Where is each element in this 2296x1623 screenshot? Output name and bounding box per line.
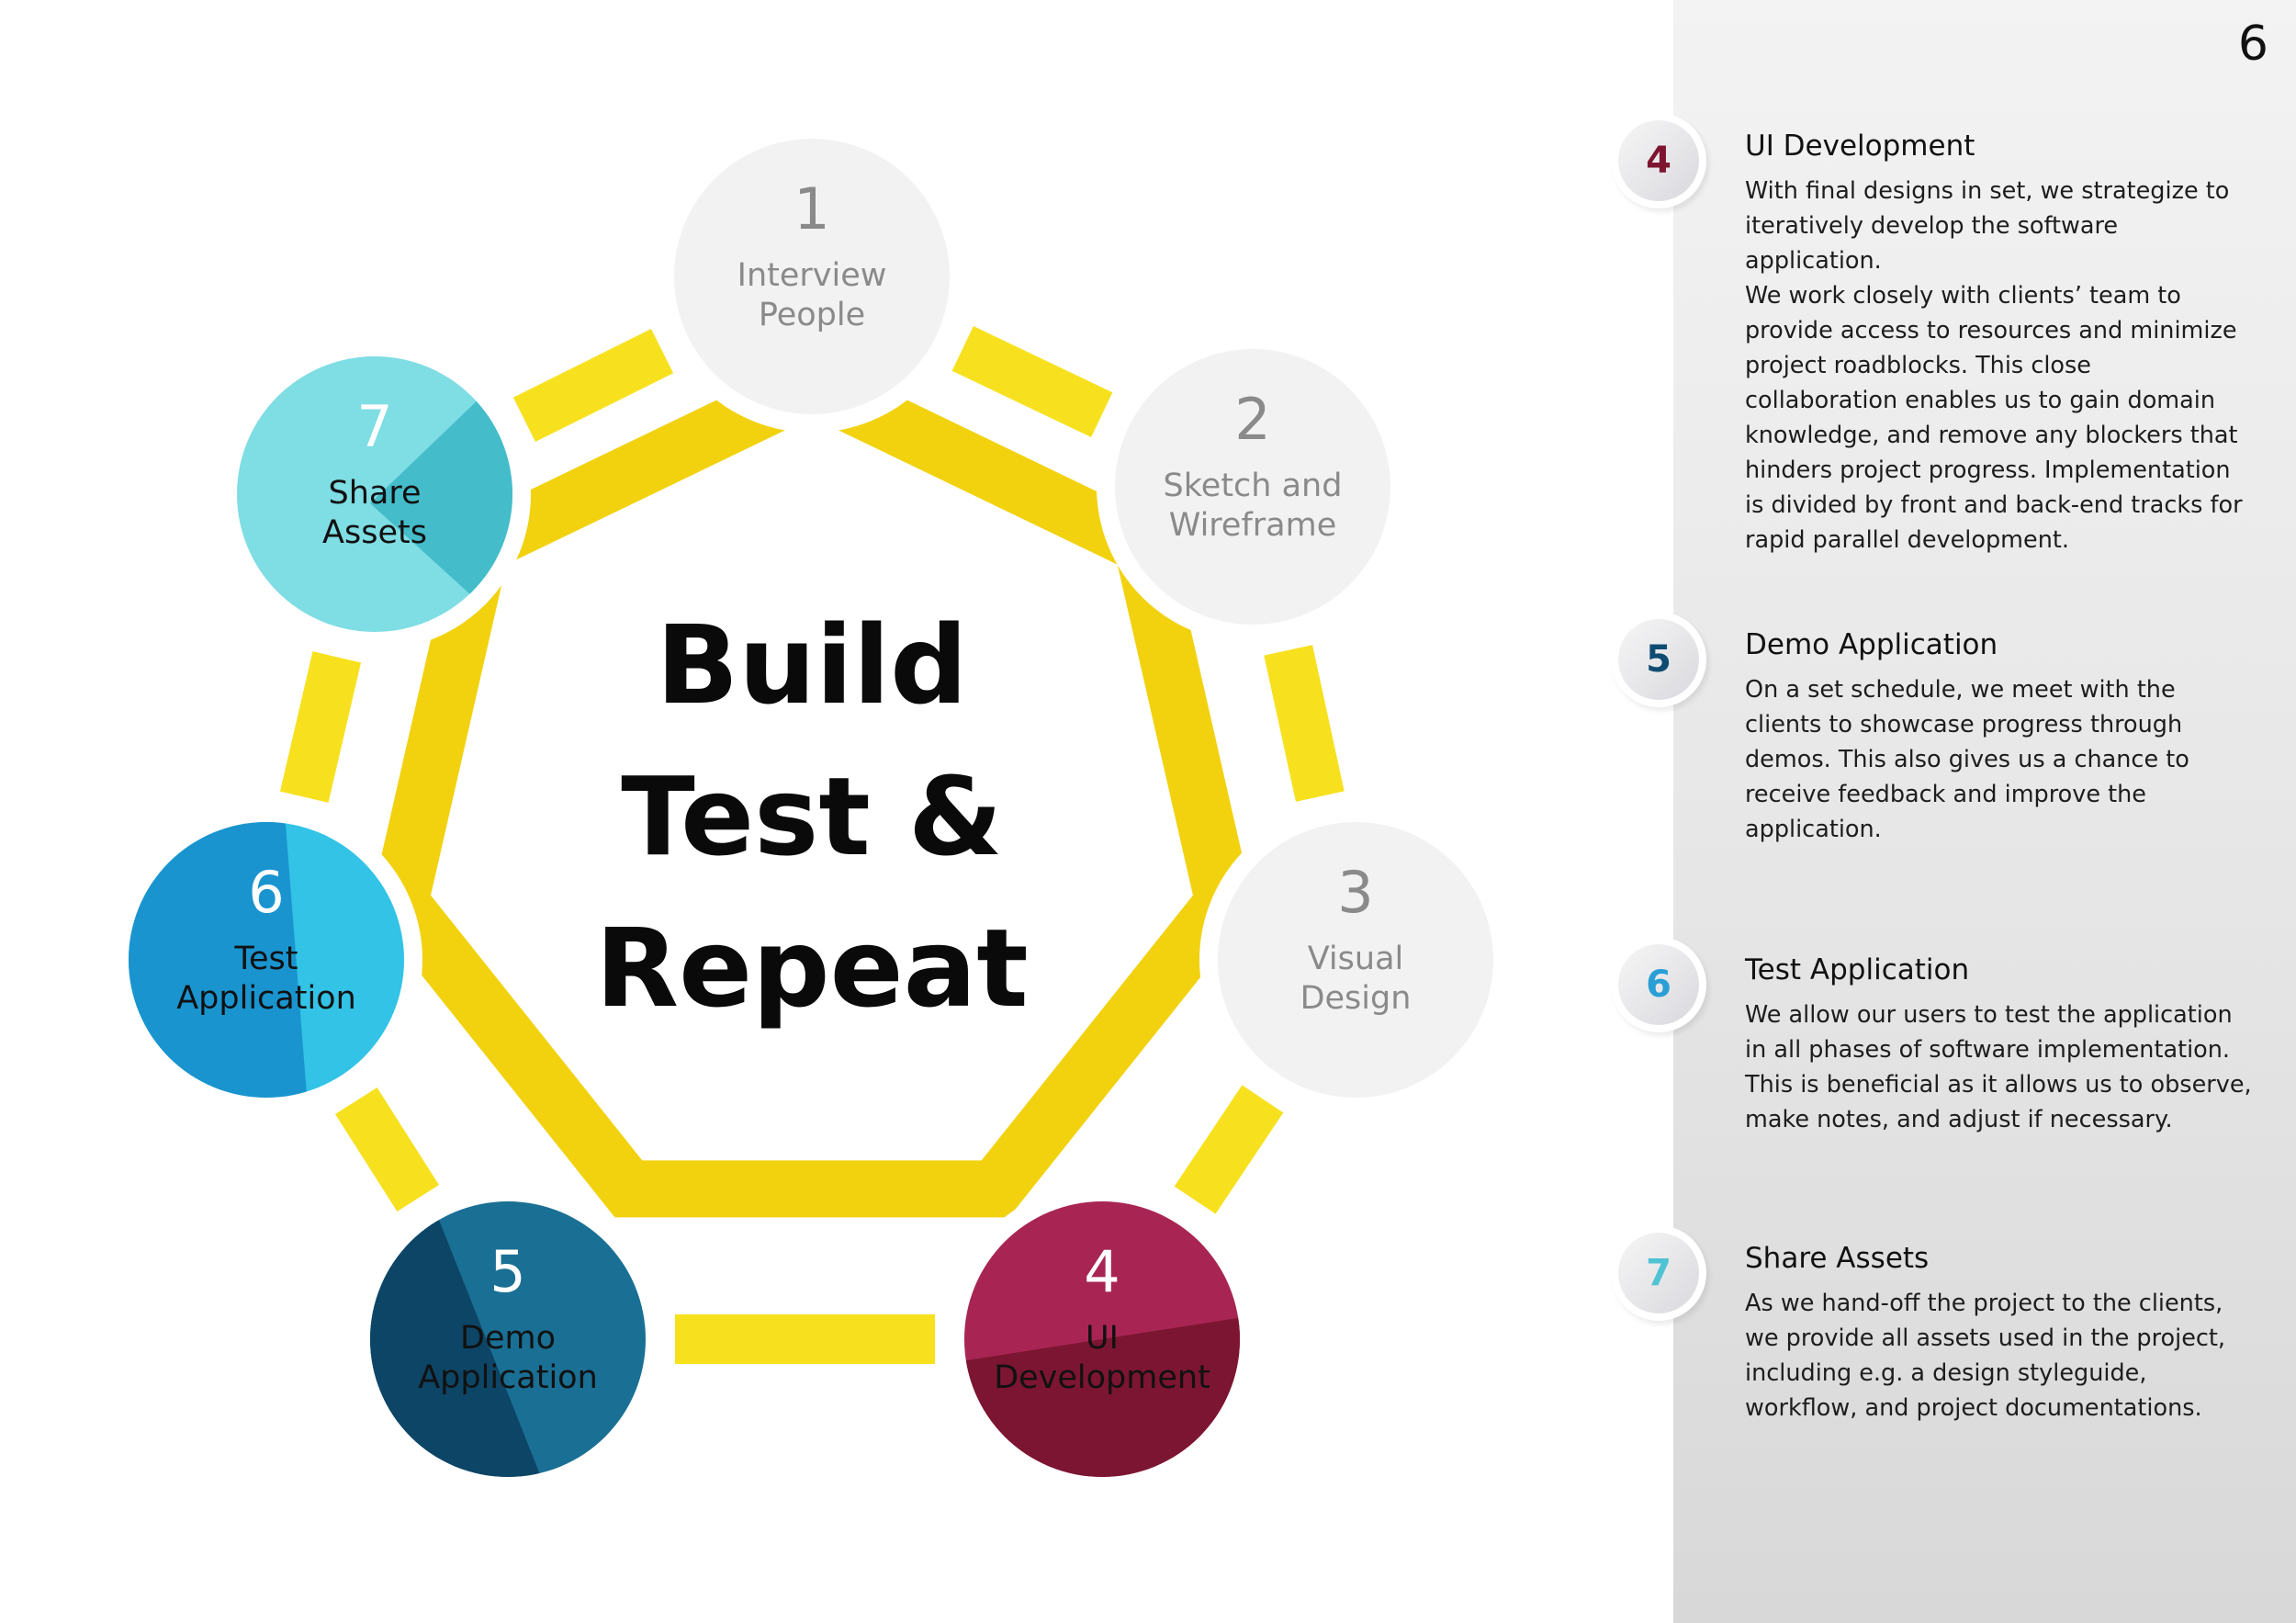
step-circle-label: Application bbox=[418, 1359, 598, 1396]
step-description: As we hand-off the project to the client… bbox=[1745, 1290, 2226, 1422]
connector-segment bbox=[1264, 645, 1345, 802]
step-circle-number: 6 bbox=[248, 859, 284, 926]
step-title: Test Application bbox=[1745, 953, 1970, 986]
circle-shade bbox=[964, 1316, 1240, 1477]
process-sidebar: 6 4 UI Development With final designs in… bbox=[1611, 0, 2296, 1623]
step-badge: 6 bbox=[1611, 937, 1706, 1032]
step-circle-label: UI bbox=[1086, 1320, 1119, 1357]
step-title: Share Assets bbox=[1745, 1242, 1930, 1275]
step-circle-label: Assets bbox=[322, 514, 427, 551]
step-circle-label: Design bbox=[1300, 980, 1412, 1017]
step-circle-label: Development bbox=[994, 1359, 1210, 1396]
step-circle-label: Interview bbox=[737, 257, 887, 294]
connector-segment bbox=[1174, 1085, 1284, 1214]
center-title: Build Test & Repeat bbox=[595, 602, 1028, 1031]
circle-fill bbox=[1218, 822, 1493, 1098]
step-number: 5 bbox=[1618, 619, 1699, 700]
step-circle-number: 3 bbox=[1337, 859, 1373, 926]
circle-shade bbox=[370, 1201, 545, 1477]
step-title: Demo Application bbox=[1745, 628, 1998, 661]
step-circle-label: Test bbox=[234, 941, 298, 977]
circle-shade bbox=[370, 356, 512, 632]
step-circle-number: 7 bbox=[356, 393, 392, 460]
page-number: 6 bbox=[2237, 17, 2268, 72]
step-description: On a set schedule, we meet with the clie… bbox=[1745, 676, 2189, 843]
step-circle-label: Share bbox=[328, 475, 421, 512]
step-circle-label: Visual bbox=[1308, 941, 1404, 977]
step-circle-number: 2 bbox=[1234, 386, 1270, 453]
step-circle-label: People bbox=[759, 297, 865, 333]
step-circle-label: Demo bbox=[460, 1320, 556, 1357]
connector-segment bbox=[279, 651, 362, 803]
outer-connector-track bbox=[279, 325, 1345, 1364]
step-circle-number: 1 bbox=[793, 175, 829, 242]
circle-fill bbox=[1115, 349, 1390, 625]
connector-segment bbox=[334, 1088, 440, 1212]
center-title-line-1: Build bbox=[656, 602, 967, 728]
step-circle-number: 5 bbox=[490, 1238, 525, 1305]
center-title-line-2: Test & bbox=[621, 753, 1002, 880]
step-number: 7 bbox=[1618, 1233, 1699, 1313]
connector-segment bbox=[512, 328, 674, 443]
step-circle-label: Wireframe bbox=[1169, 507, 1337, 544]
step-number: 6 bbox=[1618, 944, 1699, 1025]
step-circle-number: 4 bbox=[1084, 1238, 1120, 1305]
step-badge: 4 bbox=[1611, 113, 1706, 209]
step-description: With final designs in set, we strategize… bbox=[1745, 177, 2243, 554]
connector-segment bbox=[951, 325, 1113, 438]
step-circle-label: Sketch and bbox=[1164, 468, 1343, 504]
step-title: UI Development bbox=[1745, 130, 1975, 163]
step-badge: 5 bbox=[1611, 612, 1706, 707]
step-circle-label: Application bbox=[176, 980, 356, 1017]
center-title-line-3: Repeat bbox=[595, 905, 1028, 1031]
circle-shade bbox=[129, 822, 308, 1098]
step-number: 4 bbox=[1618, 120, 1699, 201]
step-description: We allow our users to test the applicati… bbox=[1745, 1001, 2252, 1133]
step-badge: 7 bbox=[1611, 1225, 1706, 1321]
circle-fill bbox=[674, 139, 950, 414]
